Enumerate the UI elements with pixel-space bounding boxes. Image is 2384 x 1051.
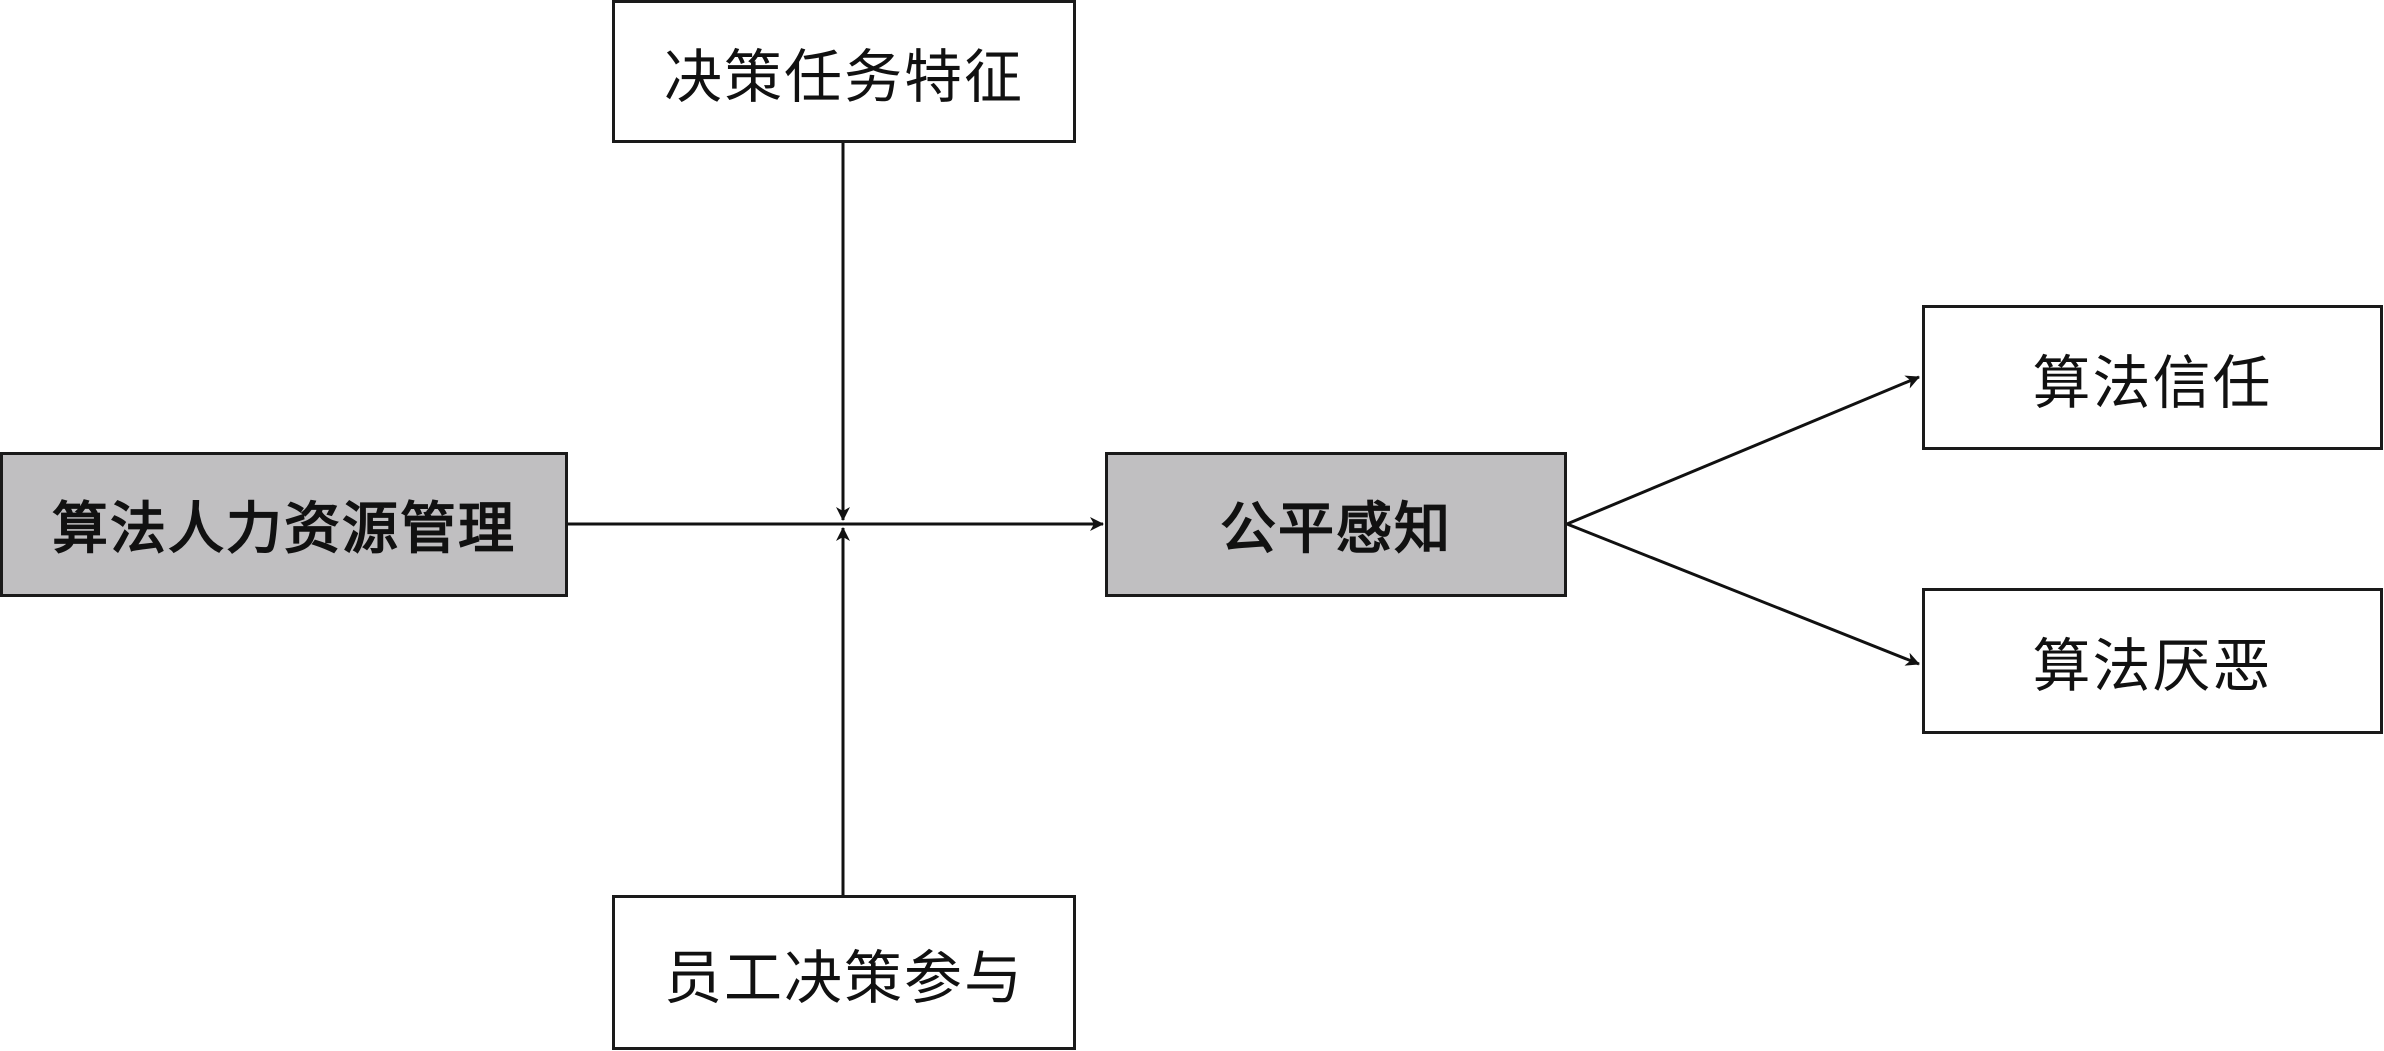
employee-decision-participation-label: 员工决策参与	[663, 943, 1024, 1012]
algorithm-trust-box: 算法信任	[1922, 305, 2383, 450]
arrow-fairness-to-trust	[1566, 375, 1920, 526]
algorithmic-hrm-label: 算法人力资源管理	[52, 497, 516, 562]
algorithmic-hrm-box: 算法人力资源管理	[0, 452, 568, 597]
fairness-perception-box: 公平感知	[1105, 452, 1567, 597]
fairness-perception-label: 公平感知	[1220, 497, 1452, 562]
decision-task-features-label: 决策任务特征	[663, 42, 1024, 111]
decision-task-features-box: 决策任务特征	[612, 0, 1076, 143]
algorithm-trust-label: 算法信任	[2032, 348, 2273, 417]
algorithm-aversion-box: 算法厌恶	[1922, 588, 2383, 734]
employee-decision-participation-box: 员工决策参与	[612, 895, 1076, 1050]
arrow-fairness-to-aversion	[1566, 522, 1920, 666]
algorithm-aversion-label: 算法厌恶	[2032, 632, 2273, 700]
